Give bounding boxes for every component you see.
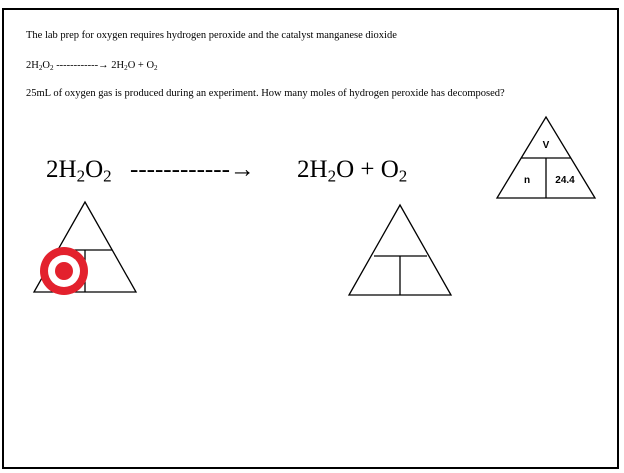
- eq-left-h: 2H: [46, 156, 77, 183]
- problem-intro: The lab prep for oxygen requires hydroge…: [26, 30, 397, 41]
- key-triangle: V n 24.4: [495, 115, 597, 199]
- equation-arrow: ------------→: [130, 156, 255, 184]
- small-eq-reactant-sub1: 2: [38, 63, 43, 72]
- eq-right-h: 2H: [297, 156, 328, 183]
- small-eq-reactant-sub2: 2: [50, 63, 54, 72]
- key-triangle-molar-volume: 24.4: [555, 175, 575, 186]
- eq-right-sub2: 2: [398, 166, 408, 186]
- key-triangle-v: V: [543, 140, 550, 151]
- problem-question-text: 25mL of oxygen gas is produced during an…: [26, 88, 505, 99]
- small-eq-product-tail: O + O: [127, 60, 155, 71]
- key-triangle-n: n: [524, 175, 530, 186]
- slide: [2, 8, 619, 469]
- eq-left-o: O: [85, 156, 104, 183]
- formula-triangle-right: [347, 203, 453, 296]
- equation-products: 2H2O + O2: [297, 156, 407, 186]
- small-eq-product-sub1: 2: [124, 63, 128, 72]
- equation-reactant: 2H2O2: [46, 156, 112, 186]
- eq-arrow-text: ------------→: [130, 156, 255, 183]
- small-eq-product-h: 2H: [111, 60, 125, 71]
- eq-right-tail: O + O: [336, 156, 399, 183]
- small-eq-product-sub2: 2: [154, 63, 158, 72]
- small-eq-reactant-h: 2H: [26, 60, 39, 71]
- small-equation: 2H2O2 ------------→ 2H2O + O2: [26, 60, 158, 72]
- small-eq-arrow: ------------→: [53, 60, 112, 71]
- eq-left-sub1: 2: [76, 166, 86, 186]
- problem-question: 25mL of oxygen gas is produced during an…: [26, 88, 505, 99]
- eq-left-sub2: 2: [103, 166, 112, 186]
- small-eq-reactant-o: O: [42, 60, 50, 71]
- problem-intro-text: The lab prep for oxygen requires hydroge…: [26, 30, 397, 41]
- target-icon[interactable]: [38, 245, 90, 297]
- eq-right-sub1: 2: [327, 166, 337, 186]
